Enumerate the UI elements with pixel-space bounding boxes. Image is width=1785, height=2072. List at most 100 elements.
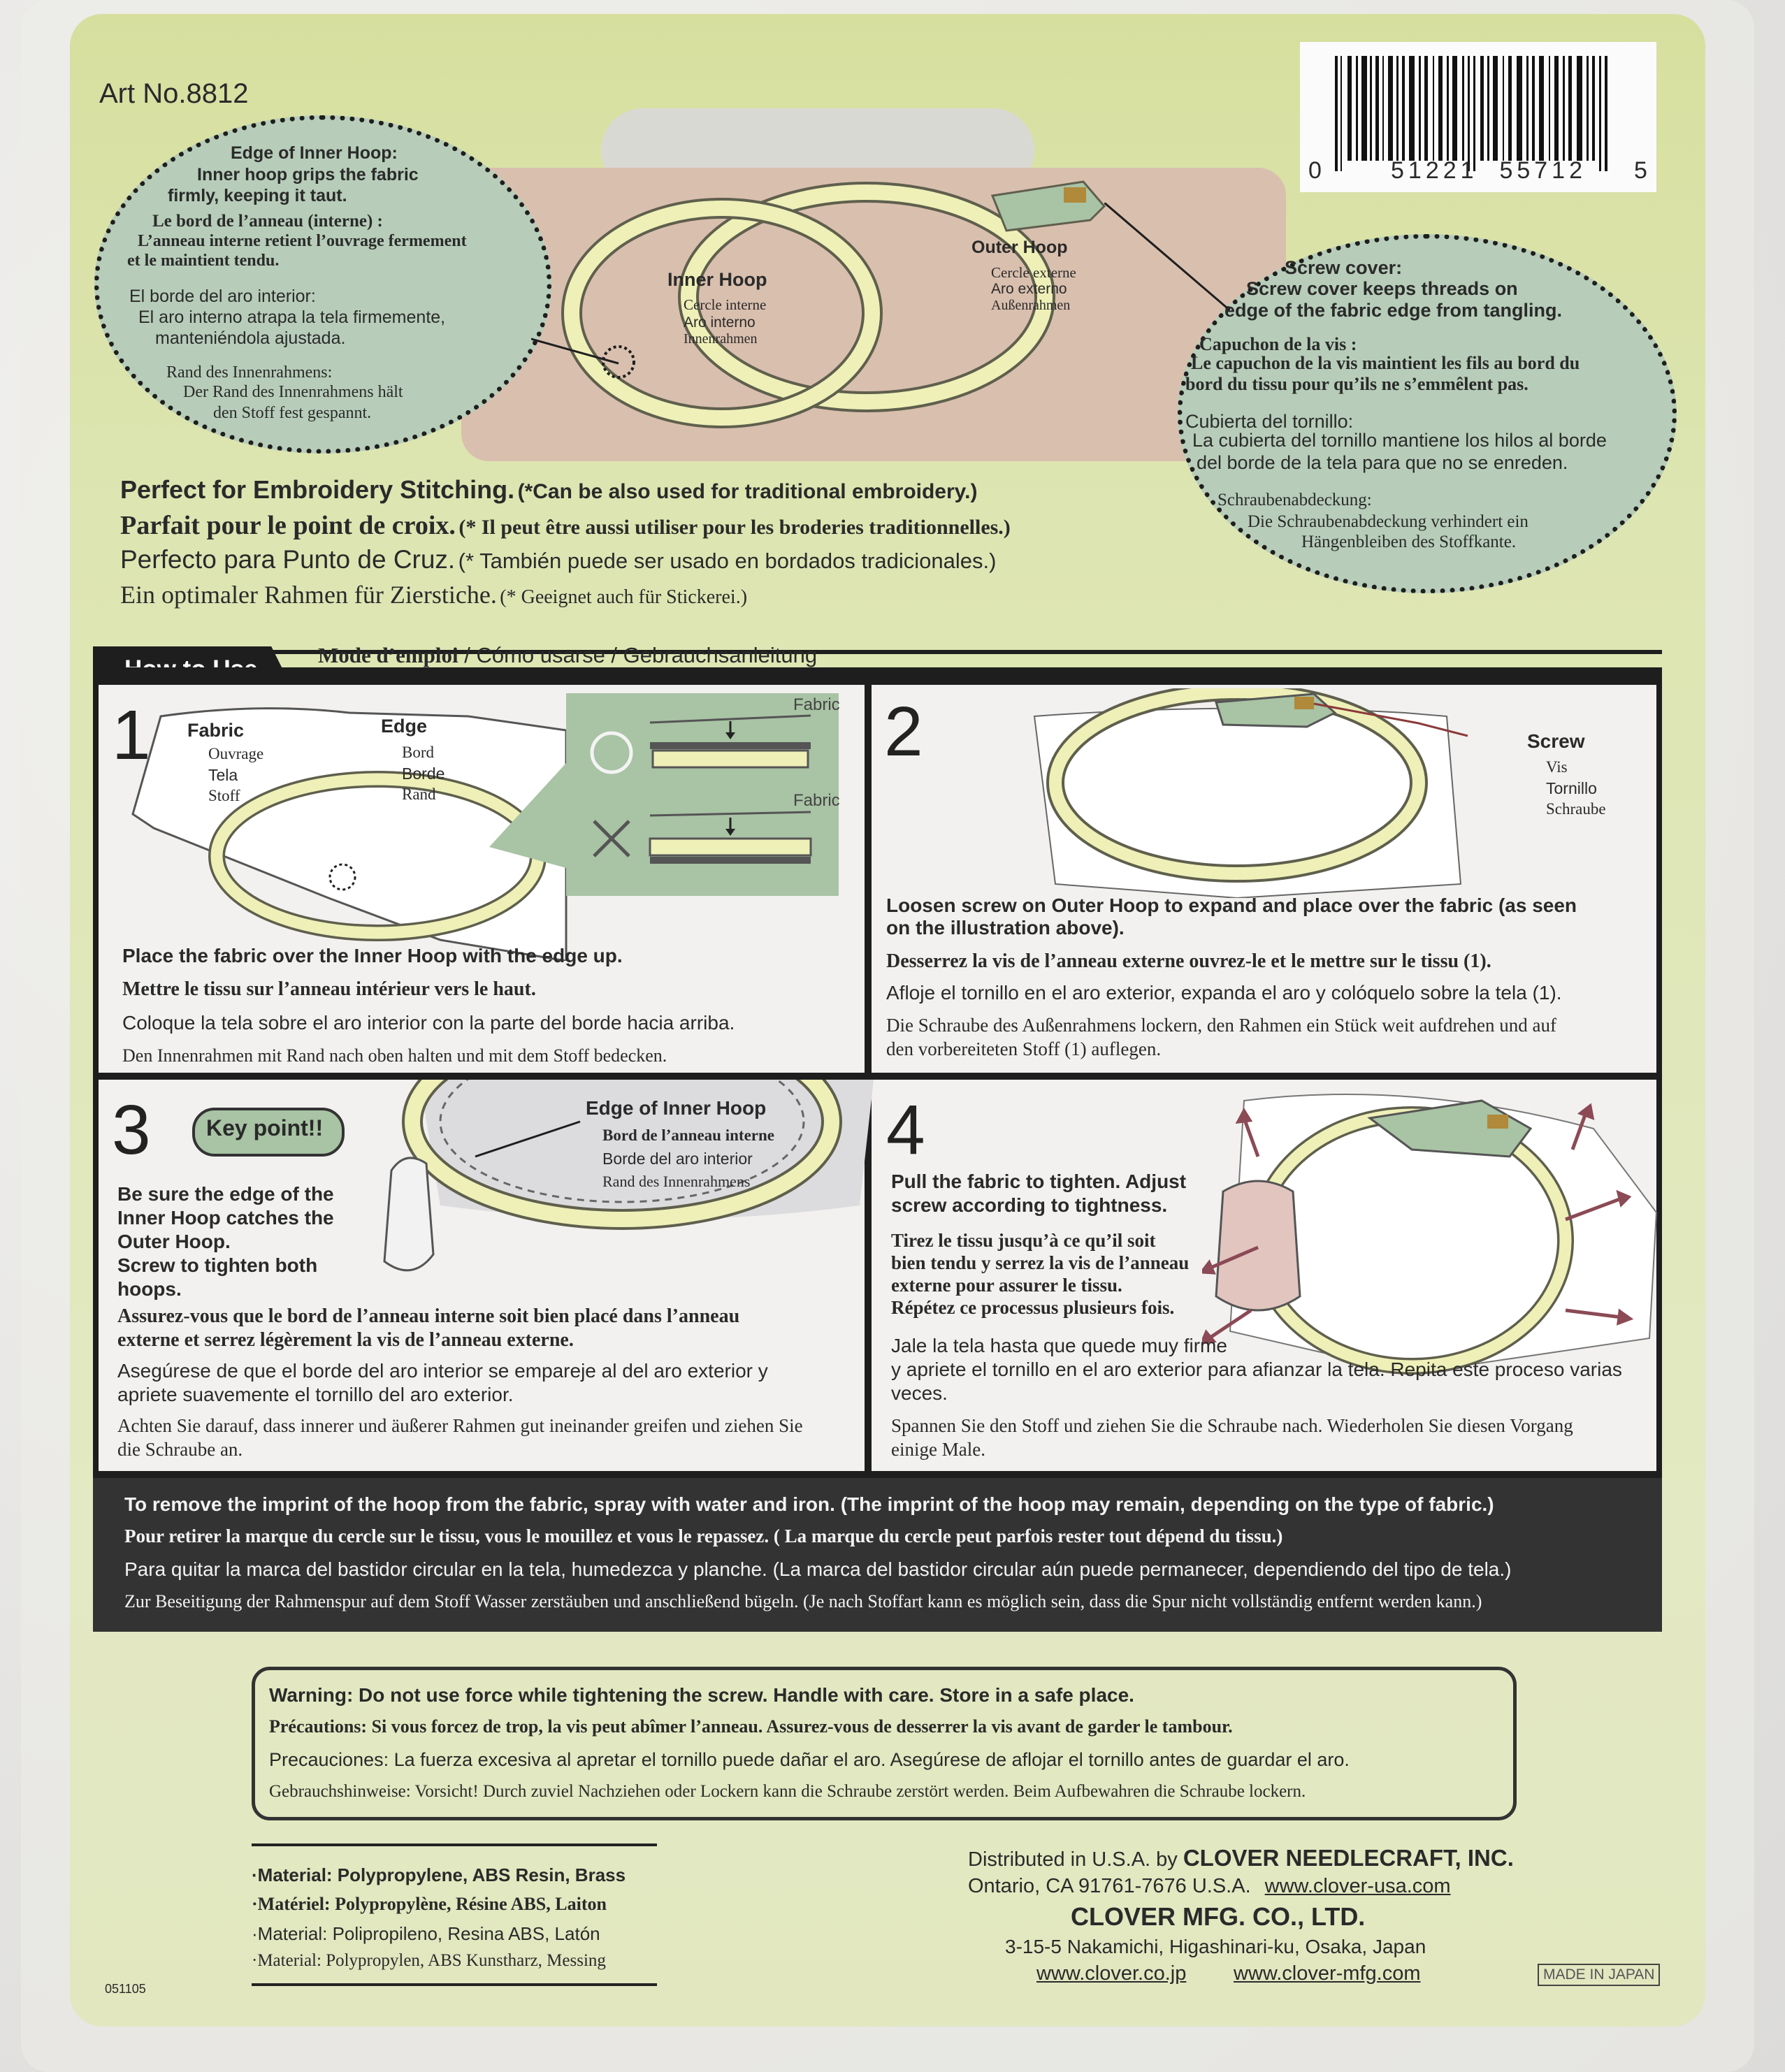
outer-hoop-fr: Cercle externe: [991, 264, 1076, 281]
inner-hoop-es: Aro interno: [684, 314, 756, 331]
step4-illustration: [1202, 1094, 1658, 1375]
screw-es-1: La cubierta del tornillo mantiene los hi…: [1192, 430, 1607, 451]
screw-en-2: edge of the fabric edge from tangling.: [1224, 300, 1563, 321]
step2-screw-de: Schraube: [1546, 800, 1606, 818]
inner-edge-title-en: Edge of Inner Hoop:: [231, 143, 398, 163]
warning-en: Warning: Do not use force while tighteni…: [269, 1684, 1134, 1706]
key-point-badge: [192, 1108, 345, 1157]
step1-text-es: Coloque la tela sobre el aro interior co…: [122, 1012, 735, 1034]
step4-fr-4: Répétez ce processus plusieurs fois.: [891, 1297, 1175, 1318]
material-fr: ·Matériel: Polypropylène, Résine ABS, La…: [252, 1894, 607, 1914]
step2-illustration: [1033, 688, 1468, 898]
step1-edge-de: Rand: [402, 785, 436, 803]
print-code: 051105: [105, 1982, 146, 1996]
screw-cover-bubble: [1178, 234, 1677, 593]
inner-edge-es-1: El aro interno atrapa la tela firmemente…: [138, 307, 446, 327]
distributor-company: CLOVER NEEDLECRAFT, INC.: [1183, 1845, 1514, 1871]
barcode-digits: 51221 55712: [1391, 157, 1587, 184]
step4-de-2: einige Male.: [891, 1439, 985, 1460]
perfect-es: Perfecto para Punto de Cruz. (* También …: [120, 545, 996, 574]
outer-hoop-label: Outer Hoop: [971, 238, 1068, 257]
step1-inset-fabric-bottom: Fabric: [793, 791, 840, 810]
warning-de: Gebrauchshinweise: Vorsicht! Durch zuvie…: [269, 1782, 1306, 1801]
step2-text-de-2: den vorbereiteten Stoff (1) auflegen.: [886, 1038, 1162, 1059]
step3-en-3: Outer Hoop.: [117, 1231, 231, 1252]
step3-illustration: [383, 1080, 874, 1272]
inner-edge-de-0: Rand des Innenrahmens:: [166, 363, 333, 382]
step3-de-2: die Schraube an.: [117, 1439, 243, 1460]
inner-edge-de-1: Der Rand des Innenrahmens hält: [183, 383, 403, 401]
step3-fr-2: externe et serrez légèrement la vis de l…: [117, 1329, 574, 1351]
distributor-city: Ontario, CA 91761-7676 U.S.A.: [968, 1875, 1251, 1897]
screw-de-2: Hängenbleiben des Stoffkante.: [1301, 533, 1517, 551]
step4-number: 4: [886, 1091, 925, 1169]
perfect-es-text: Perfecto para Punto de Cruz.: [120, 545, 456, 574]
step3-edge-fr: Bord de l’anneau interne: [602, 1126, 774, 1144]
step3-fr-1: Assurez-vous que le bord de l’anneau int…: [117, 1305, 740, 1327]
remove-fr: Pour retirer la marque du cercle sur le …: [124, 1526, 1283, 1546]
remove-imprint-band: To remove the imprint of the hoop from t…: [93, 1478, 1662, 1632]
inner-hoop-fr: Cercle interne: [684, 296, 767, 313]
barcode: 0 51221 55712 5: [1300, 42, 1656, 192]
inner-edge-es-0: El borde del aro interior:: [129, 287, 316, 306]
inner-edge-de-2: den Stoff fest gespannt.: [213, 404, 372, 422]
inner-edge-fr-2: et le maintient tendu.: [127, 252, 280, 270]
perfect-de-text: Ein optimaler Rahmen für Zierstiche.: [120, 581, 497, 609]
key-point-text: Key point!!: [206, 1115, 324, 1140]
step3-es-1: Asegúrese de que el borde del aro interi…: [117, 1360, 768, 1382]
step1-fabric-de: Stoff: [208, 787, 240, 804]
warning-fr: Précautions: Si vous forcez de trop, la …: [269, 1716, 1233, 1737]
perfect-fr-note: (* Il peut être aussi utiliser pour les …: [458, 516, 1011, 539]
inner-edge-fr-0: Le bord de l’anneau (interne) :: [152, 212, 383, 231]
step1-text-fr: Mettre le tissu sur l’anneau intérieur v…: [122, 978, 536, 1000]
step3-edge-es: Borde del aro interior: [602, 1150, 753, 1168]
how-to-subtitle: Mode d’emploi / Cómo usarse / Gebrauchsa…: [318, 643, 817, 668]
step1-fabric-es: Tela: [208, 766, 238, 784]
maker-address: 3-15-5 Nakamichi, Higashinari-ku, Osaka,…: [1005, 1936, 1426, 1957]
step1-number: 1: [112, 696, 151, 774]
step1-fabric-fr: Ouvrage: [208, 745, 264, 762]
barcode-right-digit: 5: [1634, 157, 1647, 184]
clover-mfg-link[interactable]: www.clover-mfg.com: [1234, 1962, 1421, 1985]
step1-edge-es: Borde: [402, 765, 445, 783]
step4-fr-3: externe pour assurer le tissu.: [891, 1275, 1122, 1296]
screw-pointer: [1104, 203, 1227, 309]
art-number: Art No.8812: [99, 78, 249, 109]
inner-edge-bubble: [94, 115, 551, 454]
step2-screw-fr: Vis: [1546, 758, 1568, 776]
step3-en-4: Screw to tighten both: [117, 1254, 318, 1276]
inner-edge-es-2: manteniéndola ajustada.: [155, 328, 346, 348]
screw-de-0: Schraubenabdeckung:: [1217, 491, 1372, 509]
step2-text-fr: Desserrez la vis de l’anneau externe ouv…: [886, 950, 1491, 972]
step4-es-2: y apriete el tornillo en el aro exterior…: [891, 1359, 1622, 1380]
step4-de-1: Spannen Sie den Stoff und ziehen Sie die…: [891, 1415, 1573, 1436]
step4-en-2: screw according to tightness.: [891, 1194, 1168, 1216]
inner-edge-en-1: Inner hoop grips the fabric: [197, 165, 419, 184]
screw-es-0: Cubierta del tornillo:: [1185, 411, 1354, 432]
clover-usa-link[interactable]: www.clover-usa.com: [1264, 1875, 1451, 1897]
how-to-rule: [93, 650, 1662, 654]
step3-de-1: Achten Sie darauf, dass innerer und äuße…: [117, 1415, 803, 1436]
perfect-en-note: (*Can be also used for traditional embro…: [517, 480, 978, 503]
material-de: ·Material: Polypropylen, ABS Kunstharz, …: [252, 1951, 606, 1970]
step3-en-5: hoops.: [117, 1278, 182, 1300]
barcode-left-digit: 0: [1308, 157, 1322, 184]
perfect-de-note: (* Geeignet auch für Stickerei.): [500, 586, 748, 608]
barcode-bars: [1335, 56, 1607, 171]
screw-fr-1: Le capuchon de la vis maintient les fils…: [1191, 353, 1580, 373]
outer-hoop-de: Außenrahmen: [991, 298, 1071, 313]
step4-fr-2: bien tendu y serrez la vis de l’anneau: [891, 1252, 1190, 1273]
screw-es-2: del borde de la tela para que no se enre…: [1197, 452, 1568, 473]
perfect-fr-text: Parfait pour le point de croix.: [120, 511, 456, 540]
perfect-en: Perfect for Embroidery Stitching. (*Can …: [120, 475, 977, 505]
step1-edge-en: Edge: [381, 716, 428, 737]
perfect-fr: Parfait pour le point de croix. (* Il pe…: [120, 510, 1011, 541]
clover-jp-link[interactable]: www.clover.co.jp: [1036, 1962, 1187, 1985]
material-rule-top: [252, 1843, 657, 1846]
distributor-address: Ontario, CA 91761-7676 U.S.A. www.clover-…: [968, 1875, 1451, 1898]
material-rule-bottom: [252, 1983, 657, 1986]
material-es: ·Material: Polipropileno, Resina ABS, La…: [252, 1923, 600, 1944]
screw-de-1: Die Schraubenabdeckung verhindert ein: [1248, 512, 1529, 531]
distributor-line: Distributed in U.S.A. by CLOVER NEEDLECR…: [968, 1845, 1514, 1871]
step3-number: 3: [112, 1091, 151, 1169]
